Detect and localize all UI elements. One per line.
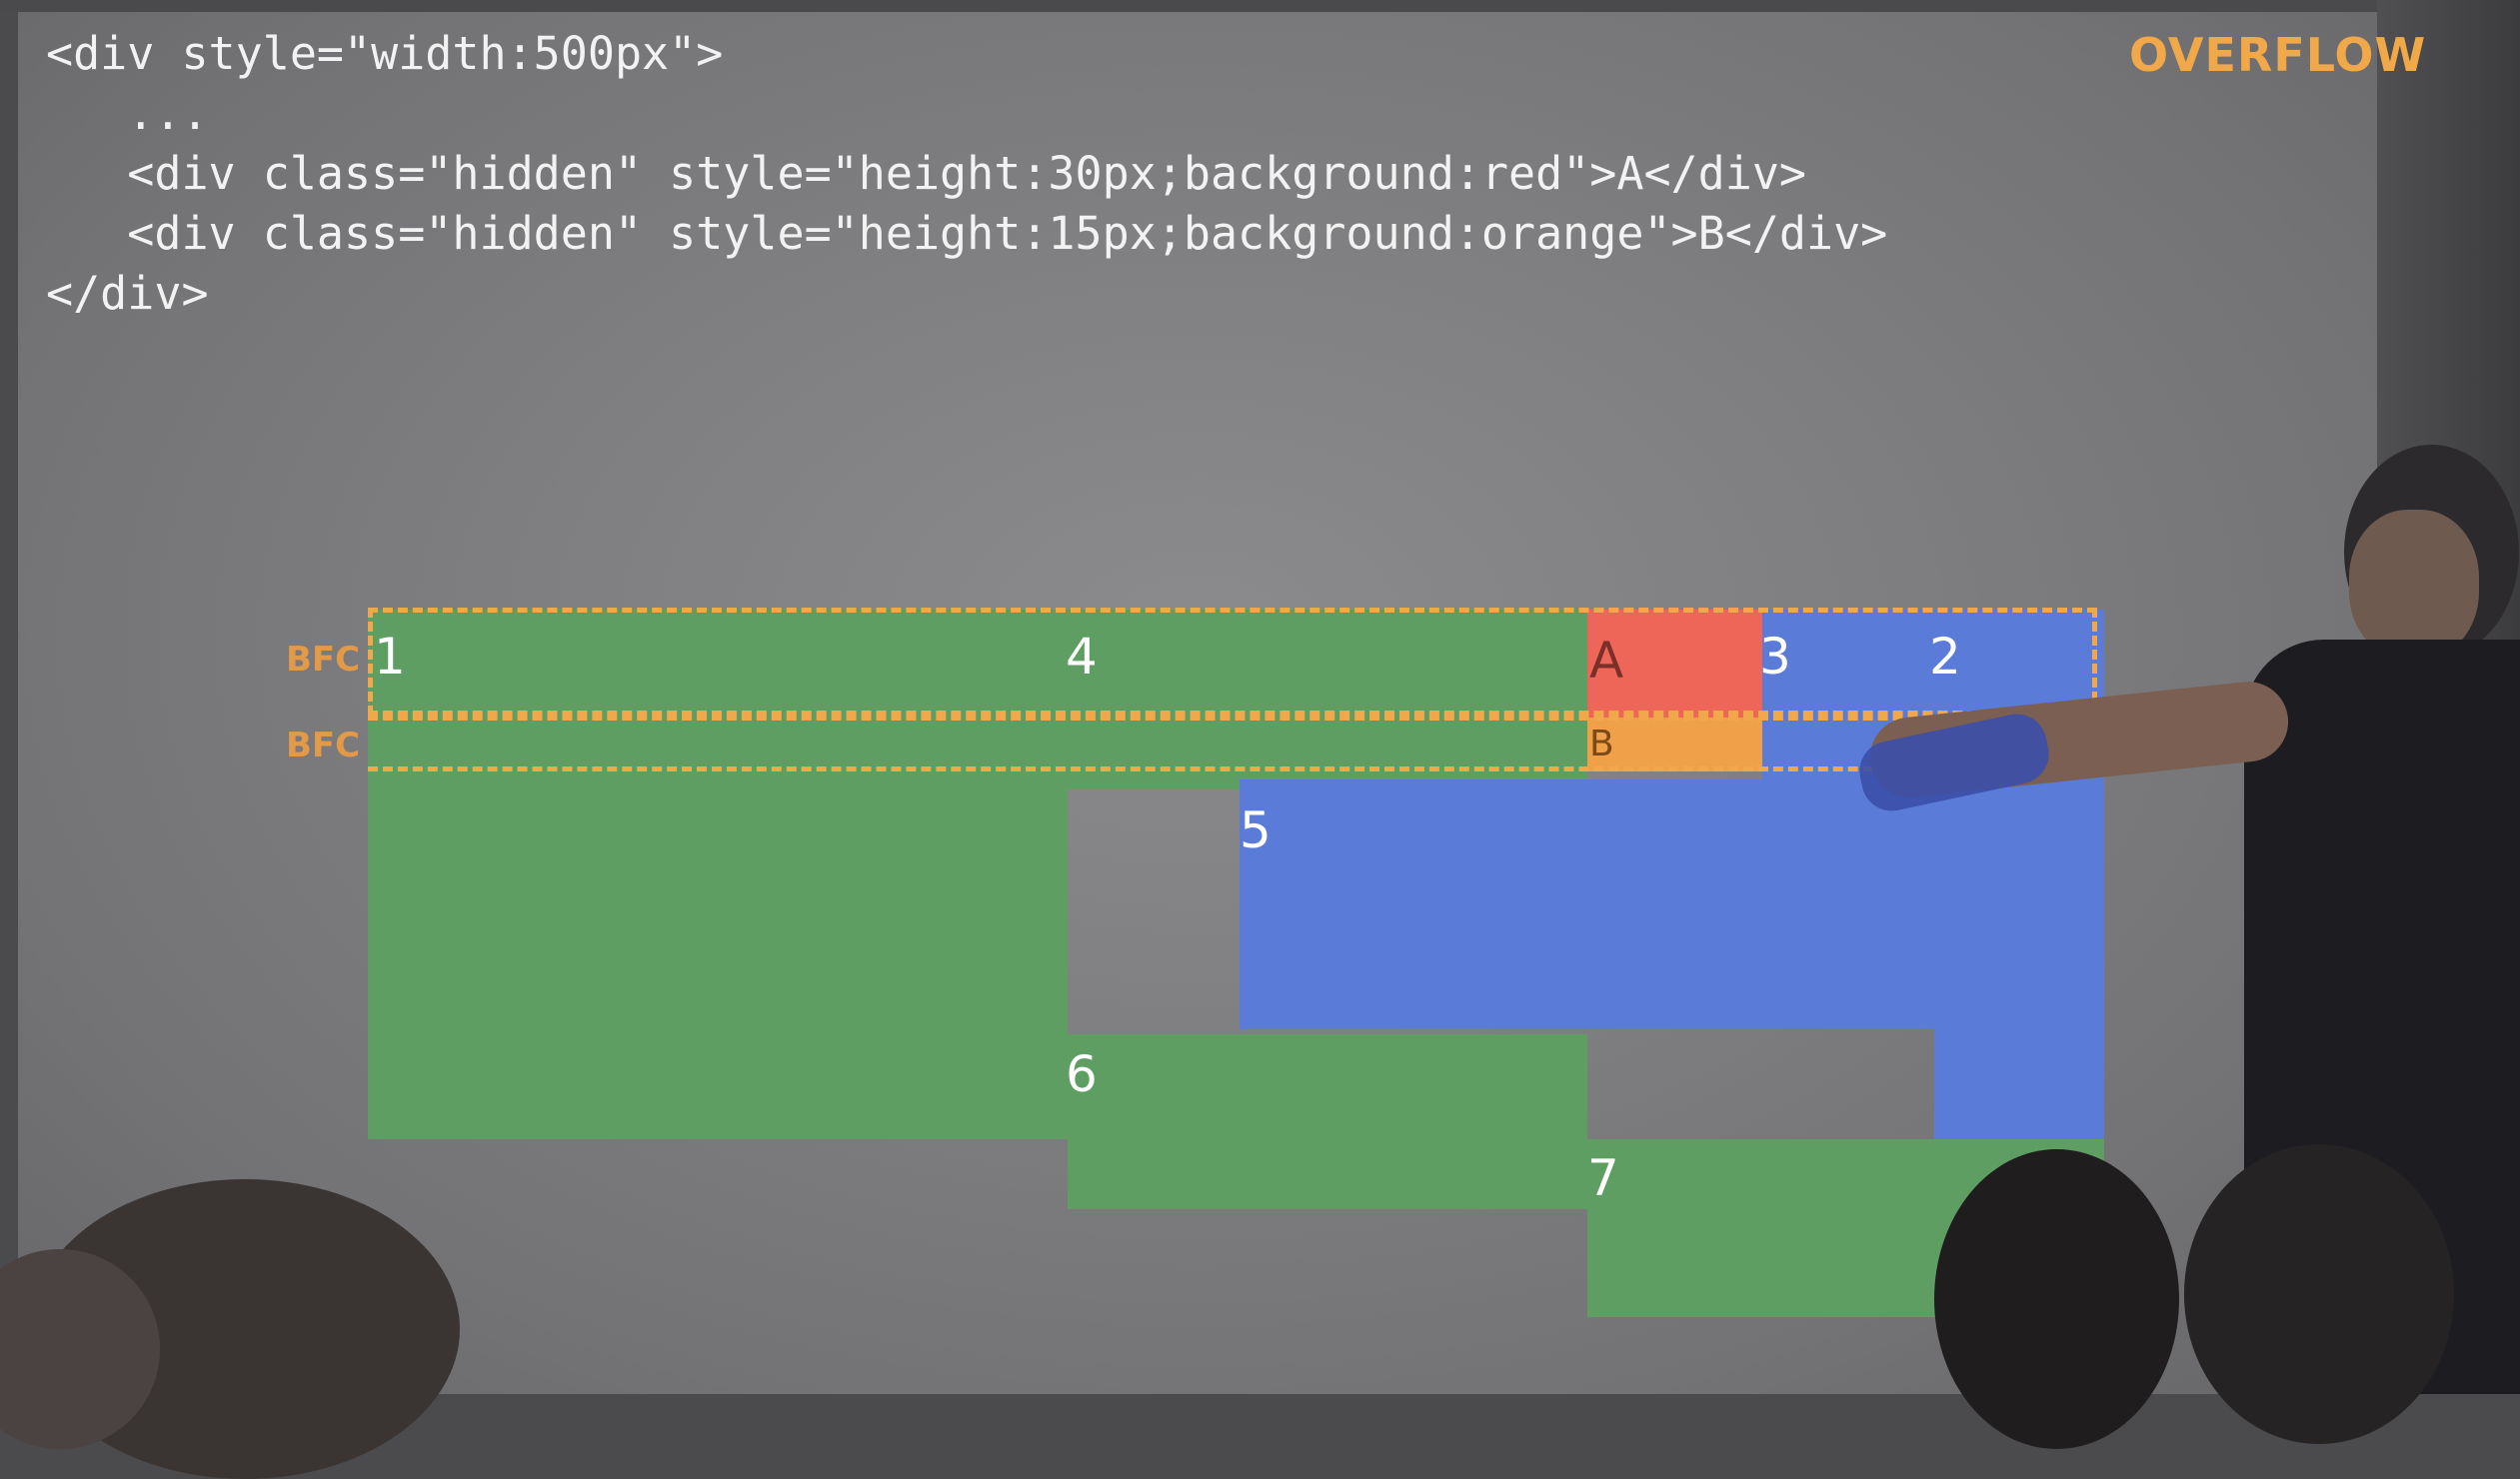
box-1: [368, 610, 1068, 1139]
box-1-label: 1: [374, 628, 406, 686]
bfc-label-top: BFC: [286, 640, 361, 680]
box-4: [1068, 610, 1587, 789]
box-a-label: A: [1589, 632, 1624, 690]
box-6: [1068, 1034, 1587, 1209]
box-7-label: 7: [1587, 1149, 1619, 1207]
code-line: </div>: [46, 267, 209, 320]
box-5-extension: [1934, 1029, 2104, 1139]
code-block: <div style="width:500px"> ... <div class…: [46, 24, 1887, 324]
slide-title: OVERFLOW: [2129, 28, 2427, 82]
code-line: <div class="hidden" style="height:30px;b…: [46, 147, 1806, 200]
audience-head-right-1: [1934, 1149, 2179, 1449]
box-3-label: 3: [1759, 628, 1791, 686]
code-line: <div style="width:500px">: [46, 27, 724, 80]
box-a: [1587, 610, 1762, 718]
box-5-label: 5: [1240, 801, 1271, 859]
box-6-label: 6: [1066, 1045, 1098, 1103]
bfc-outline-bottom: [368, 766, 2097, 771]
ceiling: [0, 0, 2520, 12]
bfc-label-bottom: BFC: [286, 726, 361, 765]
presenter-face: [2349, 510, 2479, 660]
bfc-outline-divider: [368, 716, 2097, 721]
box-5: [1240, 779, 2104, 1029]
box-4-label: 4: [1066, 628, 1098, 686]
box-b: [1587, 718, 1762, 771]
code-line: ...: [46, 87, 209, 140]
audience-head-right-2: [2184, 1144, 2454, 1444]
box-2-label: 2: [1929, 628, 1961, 686]
bfc-outline-top: [368, 608, 2097, 716]
box-b-label: B: [1589, 724, 1614, 764]
code-line: <div class="hidden" style="height:15px;b…: [46, 207, 1888, 260]
